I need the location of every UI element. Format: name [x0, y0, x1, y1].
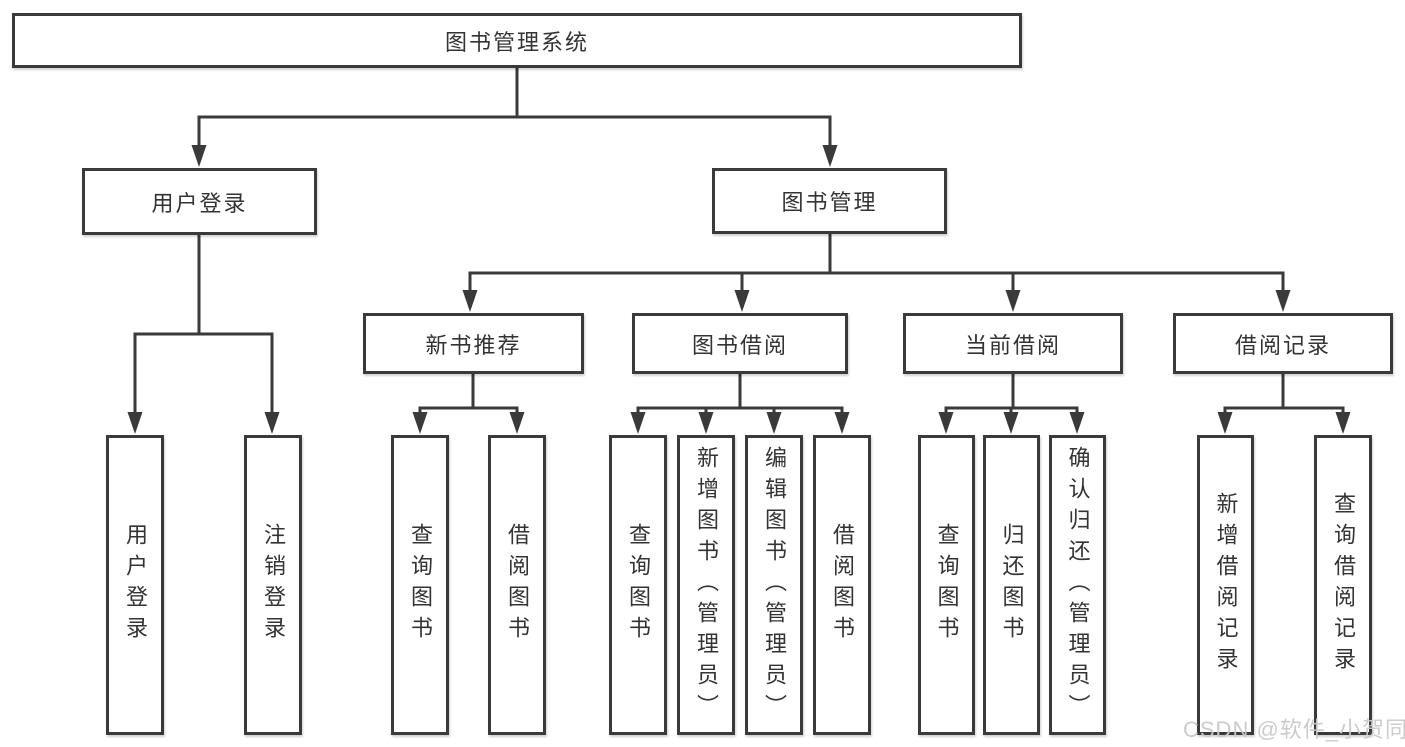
leaf-records-add-record: 新增借阅记录 [1197, 435, 1254, 735]
leaf-newbook-query-books-label: 查询图书 [408, 523, 433, 647]
leaf-borrow-query-books: 查询图书 [609, 435, 667, 735]
node-user-login-branch-label: 用户登录 [151, 190, 248, 216]
leaf-borrow-borrow-books-label: 借阅图书 [830, 523, 855, 647]
node-borrow-records-label: 借阅记录 [1234, 332, 1331, 358]
node-book-borrow-label: 图书借阅 [691, 332, 788, 358]
leaf-newbook-borrow-books-label: 借阅图书 [505, 523, 530, 647]
leaf-current-return-books: 归还图书 [983, 435, 1040, 735]
node-new-book-recommend-label: 新书推荐 [425, 332, 522, 358]
leaf-borrow-add-books-admin: 新增图书（管理员） [677, 435, 735, 735]
leaf-current-return-books-label: 归还图书 [999, 523, 1025, 647]
connector-bookborrow-to-leaves [636, 374, 844, 413]
leaf-records-query-record: 查询借阅记录 [1314, 435, 1372, 735]
leaf-borrow-add-books-admin-label: 新增图书（管理员） [694, 445, 719, 725]
node-new-book-recommend: 新书推荐 [363, 313, 584, 374]
connector-borrowrecords-to-leaves [1223, 374, 1345, 413]
leaf-newbook-borrow-books: 借阅图书 [488, 435, 546, 735]
leaf-records-add-record-label: 新增借阅记录 [1213, 492, 1239, 678]
node-book-management-label: 图书管理 [781, 190, 878, 215]
leaf-current-confirm-return-admin: 确认归还（管理员） [1049, 435, 1106, 735]
leaf-user-login: 用户登录 [106, 435, 164, 735]
leaf-records-query-record-label: 查询借阅记录 [1331, 492, 1356, 678]
node-borrow-records: 借阅记录 [1173, 313, 1393, 374]
node-user-login-branch: 用户登录 [82, 168, 317, 235]
leaf-current-query-books: 查询图书 [918, 435, 975, 735]
leaf-newbook-query-books: 查询图书 [391, 435, 449, 735]
connector-userlogin-to-leaves [133, 235, 274, 413]
connector-newbook-to-leaves [418, 374, 519, 413]
leaf-current-confirm-return-admin-label: 确认归还（管理员） [1065, 445, 1091, 725]
connector-currentborrow-to-leaves [944, 374, 1079, 413]
connector-root-to-level2 [197, 68, 832, 147]
watermark: CSDN @软件_小贺同学 [1183, 717, 1405, 742]
node-current-borrow: 当前借阅 [903, 313, 1123, 374]
node-book-borrow: 图书借阅 [632, 313, 848, 374]
node-book-management: 图书管理 [712, 168, 947, 234]
connector-bookmgmt-to-level3 [468, 234, 1285, 291]
leaf-logout: 注销登录 [244, 435, 302, 735]
leaf-current-query-books-label: 查询图书 [934, 523, 960, 647]
node-library-system: 图书管理系统 [12, 13, 1022, 68]
leaf-borrow-edit-books-admin: 编辑图书（管理员） [745, 435, 803, 735]
node-current-borrow-label: 当前借阅 [964, 332, 1061, 358]
leaf-borrow-query-books-label: 查询图书 [626, 523, 651, 647]
leaf-borrow-borrow-books: 借阅图书 [813, 435, 871, 735]
leaf-user-login-label: 用户登录 [123, 523, 148, 647]
leaf-borrow-edit-books-admin-label: 编辑图书（管理员） [762, 445, 787, 725]
leaf-logout-label: 注销登录 [261, 523, 286, 647]
node-library-system-label: 图书管理系统 [444, 29, 589, 55]
